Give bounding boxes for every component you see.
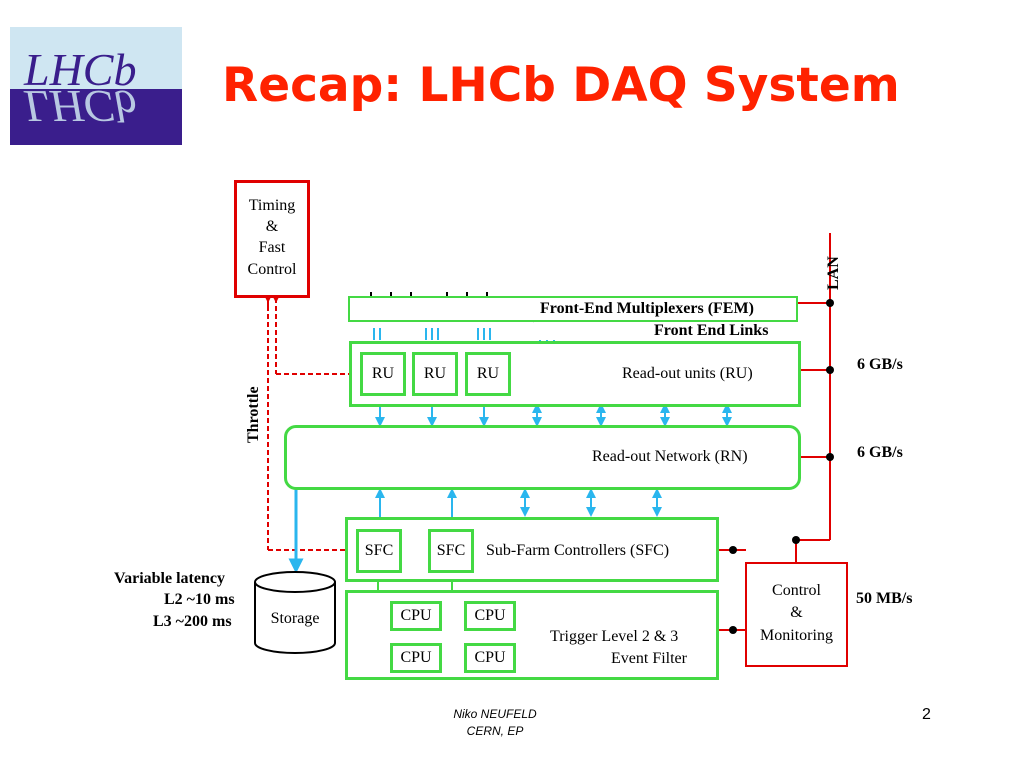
control-line-1: Control <box>772 582 821 599</box>
latency-line-1: Variable latency <box>114 570 225 587</box>
timing-line-1: Timing <box>248 197 296 214</box>
rn-label: Read-out Network (RN) <box>592 448 748 465</box>
sfc-label: Sub-Farm Controllers (SFC) <box>486 542 670 559</box>
ru-label: Read-out units (RU) <box>622 365 753 382</box>
cpu-unit-3: CPU <box>390 643 442 673</box>
svg-text:LHCb: LHCb <box>23 81 136 132</box>
cpu-unit-1: CPU <box>390 601 442 631</box>
cpu-unit-2: CPU <box>464 601 516 631</box>
timing-fast-control-box <box>234 180 310 298</box>
control-line-3: Monitoring <box>760 627 833 644</box>
fem-label: Front-End Multiplexers (FEM) <box>540 300 754 317</box>
page-number: 2 <box>922 706 931 723</box>
page-title: Recap: LHCb DAQ System <box>222 58 900 113</box>
sfc-box <box>345 517 719 582</box>
ru-unit-2: RU <box>412 352 458 396</box>
trigger-label-2: Event Filter <box>611 650 687 667</box>
timing-line-2: & <box>265 218 279 235</box>
rate-rn: 6 GB/s <box>857 444 903 461</box>
trigger-label-1: Trigger Level 2 & 3 <box>550 628 679 645</box>
ru-unit-3: RU <box>465 352 511 396</box>
control-monitoring-box <box>745 562 848 667</box>
timing-line-4: Control <box>247 261 297 278</box>
rate-control: 50 MB/s <box>856 590 913 607</box>
ru-unit-1: RU <box>360 352 406 396</box>
rate-ru: 6 GB/s <box>857 356 903 373</box>
throttle-label: Throttle <box>245 386 262 443</box>
storage-label: Storage <box>270 610 320 627</box>
lhcb-logo: LHCb LHCb <box>10 27 182 145</box>
latency-line-2: L2 ~10 ms <box>164 591 235 608</box>
rn-box <box>284 425 801 490</box>
author-affiliation: CERN, EP <box>466 724 524 738</box>
sfc-unit-1: SFC <box>356 529 402 573</box>
control-line-2: & <box>790 604 803 621</box>
latency-line-3: L3 ~200 ms <box>153 613 232 630</box>
cpu-unit-4: CPU <box>464 643 516 673</box>
timing-line-3: Fast <box>258 239 286 256</box>
fem-box <box>348 296 798 322</box>
svg-text:LHCb: LHCb <box>23 44 136 95</box>
front-end-links-label: Front End Links <box>654 322 769 339</box>
sfc-unit-2: SFC <box>428 529 474 573</box>
author-name: Niko NEUFELD <box>453 707 537 721</box>
lan-label: LAN <box>825 256 842 290</box>
footer-author: Niko NEUFELD CERN, EP <box>420 706 570 740</box>
